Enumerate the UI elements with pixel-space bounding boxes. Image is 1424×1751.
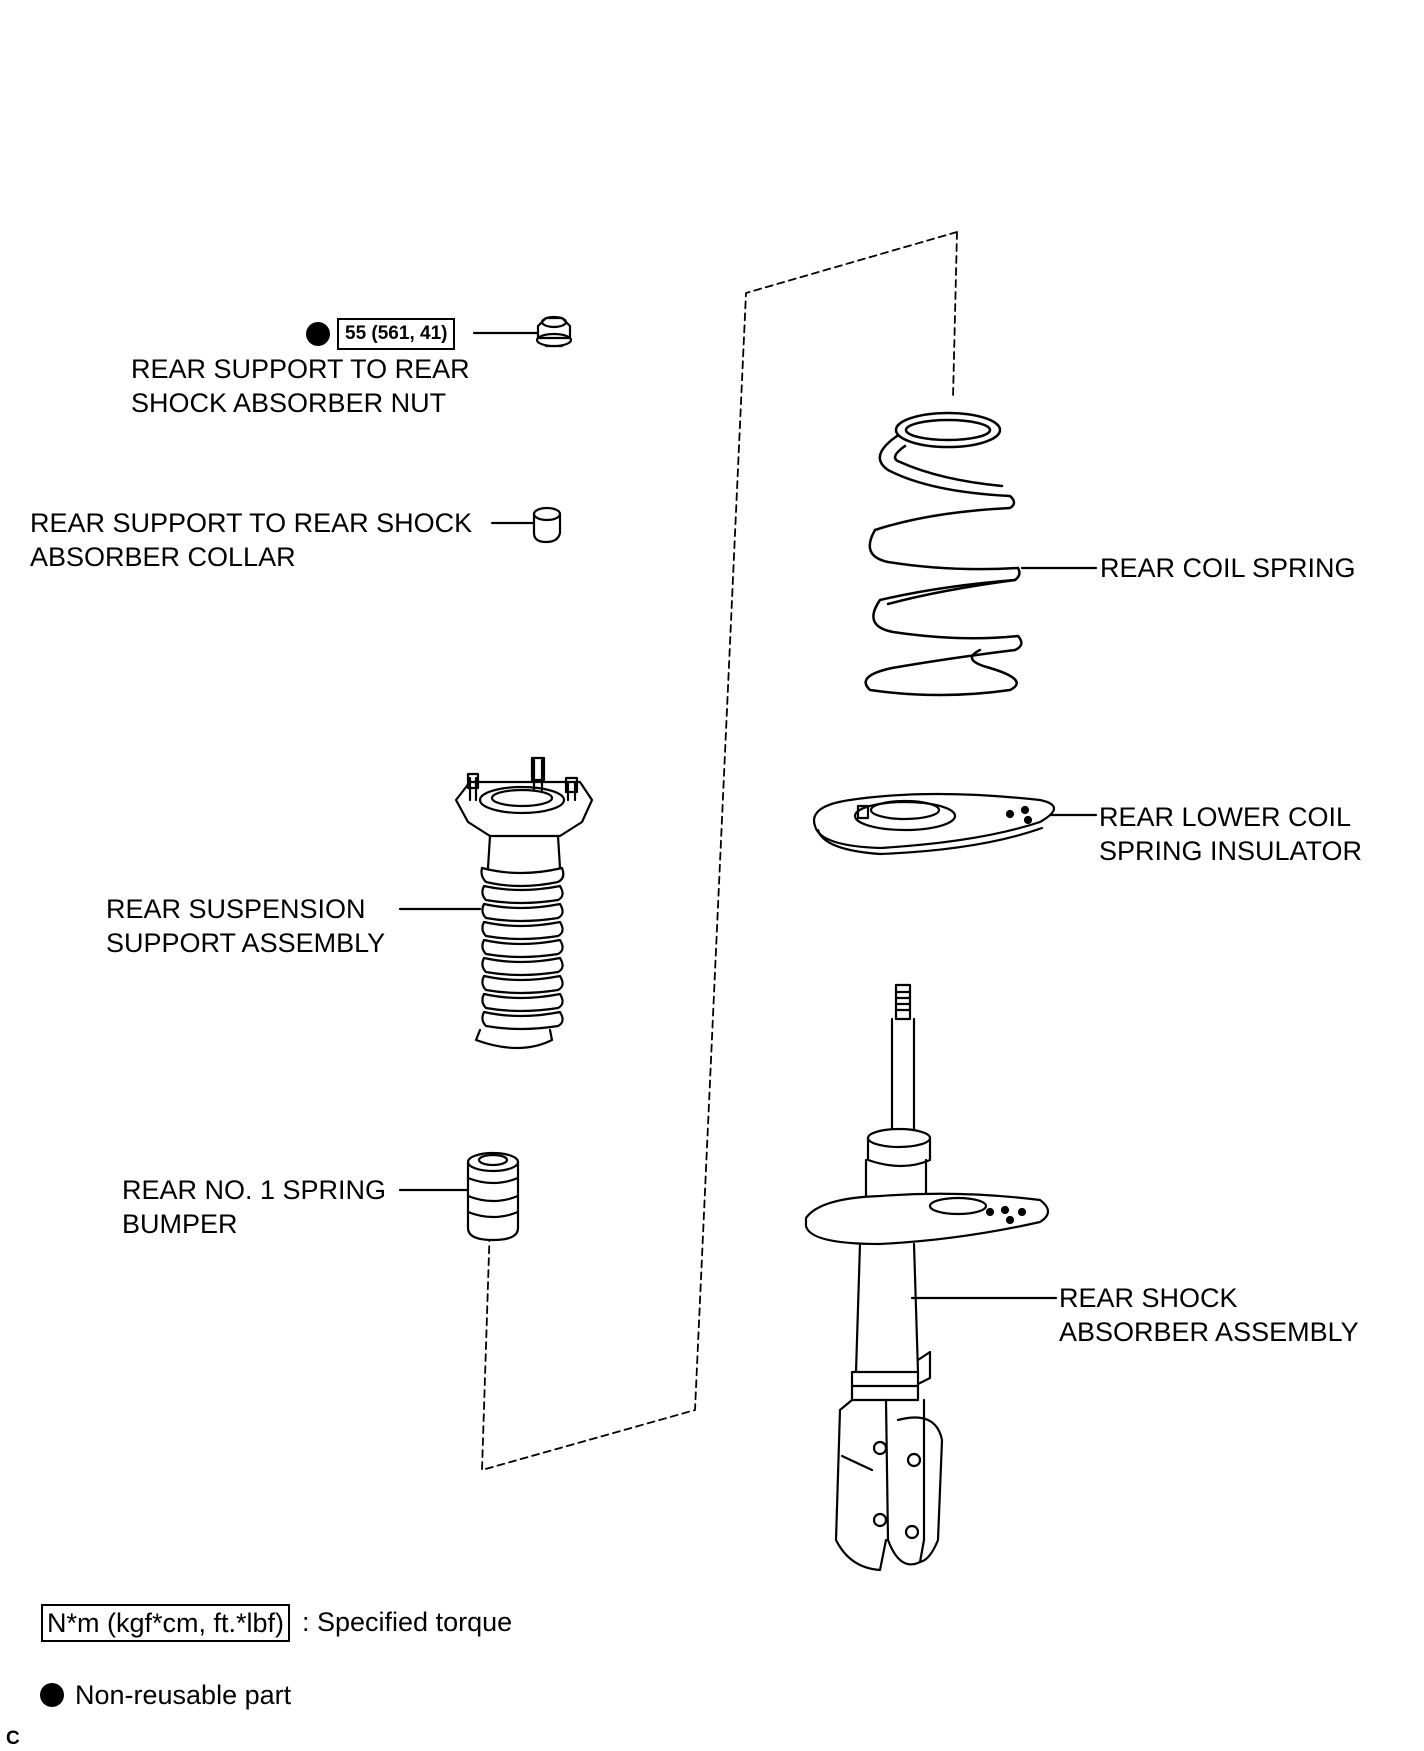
legend-non-reusable-icon [40,1683,64,1707]
nut-icon [535,315,573,348]
label-collar-line2: ABSORBER COLLAR [30,542,296,572]
torque-spec-box: 55 (561, 41) [337,318,456,350]
legend-torque-desc: : Specified torque [302,1607,513,1637]
label-lower-insulator: REAR LOWER COIL SPRING INSULATOR [1099,800,1362,868]
non-reusable-bullet-icon [306,322,330,346]
legend-torque-unit-box: N*m (kgf*cm, ft.*lbf) [41,1604,291,1642]
label-shock-absorber: REAR SHOCK ABSORBER ASSEMBLY [1059,1281,1359,1349]
label-nut-line1: REAR SUPPORT TO REAR [131,354,470,384]
label-shock-absorber-line1: REAR SHOCK [1059,1283,1238,1313]
label-support-assembly: REAR SUSPENSION SUPPORT ASSEMBLY [106,892,385,960]
label-lower-insulator-line1: REAR LOWER COIL [1099,802,1352,832]
label-nut: REAR SUPPORT TO REAR SHOCK ABSORBER NUT [131,352,470,420]
coil-spring-icon [864,411,1023,697]
label-nut-line2: SHOCK ABSORBER NUT [131,388,447,418]
support-assembly-icon [454,756,594,1050]
assembly-dashed-line [481,231,958,1471]
label-collar-line1: REAR SUPPORT TO REAR SHOCK [30,508,473,538]
label-coil-spring-line1: REAR COIL SPRING [1100,553,1356,583]
label-spring-bumper: REAR NO. 1 SPRING BUMPER [122,1173,386,1241]
label-support-assembly-line1: REAR SUSPENSION [106,894,366,924]
lower-insulator-icon [812,792,1056,856]
legend-non-reusable-desc: Non-reusable part [75,1680,292,1710]
label-support-assembly-line2: SUPPORT ASSEMBLY [106,928,386,958]
label-spring-bumper-line2: BUMPER [122,1209,238,1239]
label-collar: REAR SUPPORT TO REAR SHOCK ABSORBER COLL… [30,506,472,574]
label-lower-insulator-line2: SPRING INSULATOR [1099,836,1363,866]
corner-code: C [6,1728,20,1749]
shock-absorber-icon [804,983,1050,1572]
collar-icon [532,506,562,544]
label-shock-absorber-line2: ABSORBER ASSEMBLY [1059,1317,1359,1347]
label-spring-bumper-line1: REAR NO. 1 SPRING [122,1175,387,1205]
spring-bumper-icon [466,1151,520,1242]
label-coil-spring: REAR COIL SPRING [1100,551,1356,585]
